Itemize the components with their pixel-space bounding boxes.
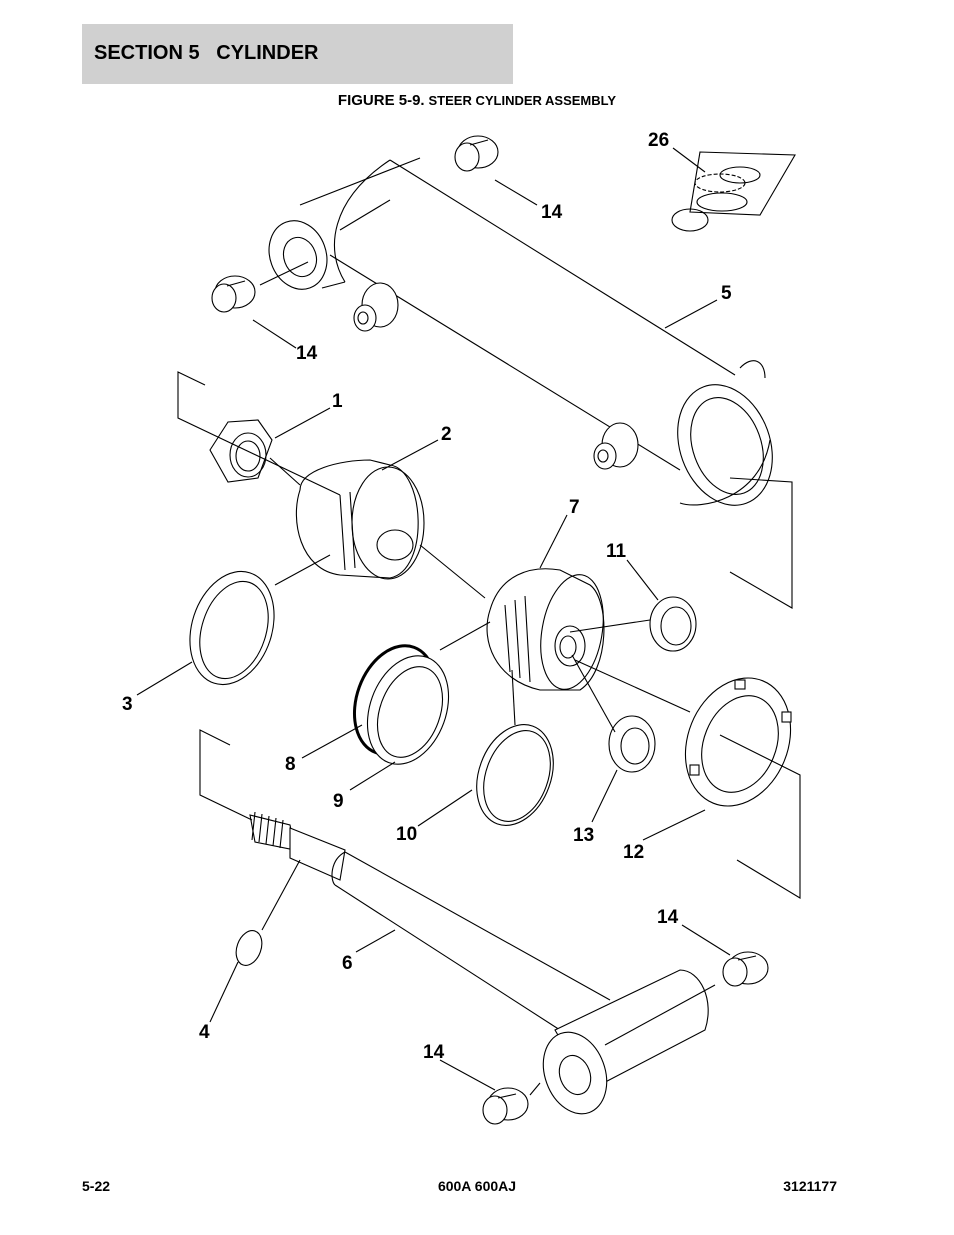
section-header: SECTION 5 CYLINDER	[82, 24, 513, 84]
section-title: SECTION 5 CYLINDER	[94, 42, 319, 64]
cylinder-barrel	[268, 157, 773, 506]
callout-2: 2	[441, 424, 452, 445]
callout-3: 3	[122, 694, 133, 715]
piston	[486, 568, 605, 691]
callout-11: 11	[606, 541, 627, 562]
bushing-bottom-left	[482, 1087, 529, 1125]
callout-8: 8	[285, 754, 296, 775]
rod-o-ring	[235, 930, 263, 966]
callout-14-top-right: 14	[541, 202, 563, 223]
snap-ring	[476, 724, 554, 826]
callout-labels: 26 14 5 14 1 2 7 11 3 8 9 10 13 12 14 6 …	[122, 130, 732, 1063]
piston-lock-nut	[684, 677, 792, 807]
wear-ring	[649, 596, 697, 652]
assembly-lines	[177, 199, 801, 1096]
lock-nut	[209, 419, 273, 483]
leader-lines	[136, 147, 731, 1091]
callout-4: 4	[199, 1022, 210, 1043]
piston-seal	[366, 655, 450, 765]
wiper-ring	[189, 570, 275, 686]
page-number: 5-22	[82, 1178, 111, 1194]
bushing-top-right	[454, 135, 499, 172]
callout-10: 10	[396, 824, 417, 845]
rod-seal	[608, 715, 656, 773]
figure-caption: STEER CYLINDER ASSEMBLY	[428, 93, 617, 108]
callout-12: 12	[623, 842, 644, 863]
callout-14-bottom-left: 14	[423, 1042, 445, 1063]
figure-title: FIGURE 5-9. STEER CYLINDER ASSEMBLY	[0, 92, 954, 109]
callout-6: 6	[342, 953, 353, 974]
seal-kit	[671, 151, 796, 232]
document-number: 3121177	[783, 1178, 837, 1194]
callout-9: 9	[333, 791, 344, 812]
callout-5: 5	[721, 283, 732, 304]
callout-14-bottom-right: 14	[657, 907, 679, 928]
figure-number: FIGURE 5-9.	[337, 92, 425, 109]
callout-14-top-left: 14	[296, 343, 318, 364]
callout-26: 26	[648, 130, 669, 151]
callout-13: 13	[573, 825, 594, 846]
bushing-top-left	[211, 275, 256, 313]
model-number: 600A 600AJ	[437, 1178, 517, 1194]
cylinder-head	[295, 459, 425, 580]
bushing-bottom-right	[722, 951, 769, 987]
callout-7: 7	[569, 497, 580, 518]
callout-1: 1	[332, 391, 343, 412]
